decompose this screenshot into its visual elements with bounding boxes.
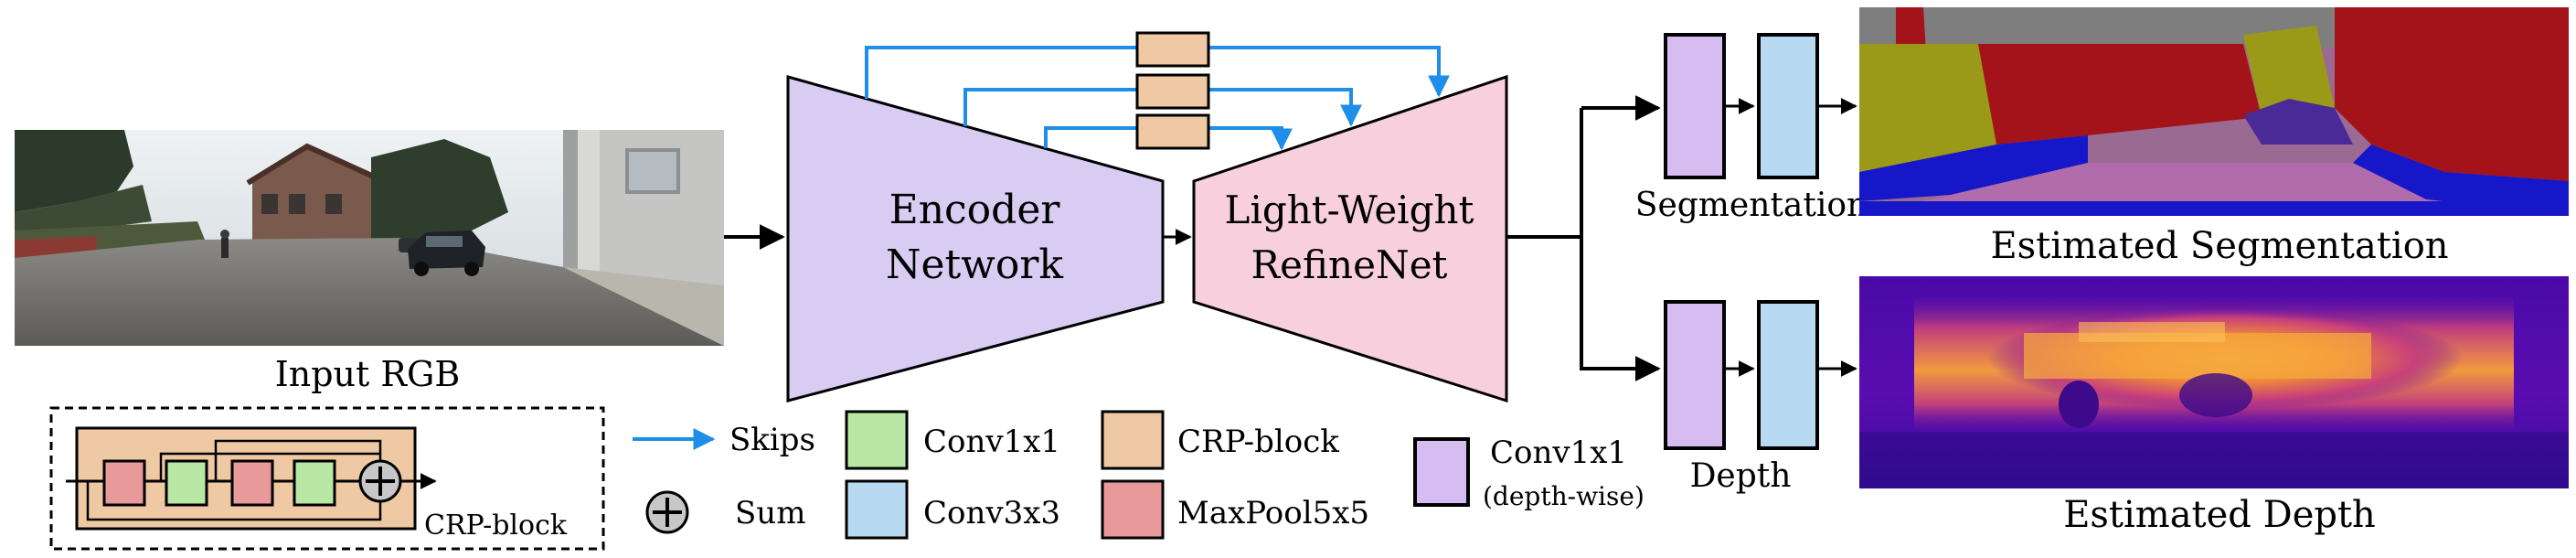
estimated-segmentation-image [1859, 7, 2569, 216]
crp-inset-conv1x1-1 [165, 459, 208, 507]
skip-crp-block-bottom [1135, 113, 1210, 150]
estimated-depth-label: Estimated Depth [2063, 494, 2376, 536]
legend-maxpool-swatch [1101, 479, 1165, 540]
legend-maxpool-label: MaxPool5x5 [1177, 495, 1369, 531]
crp-inset-label: CRP-block [424, 510, 568, 542]
legend-crp-label: CRP-block [1177, 424, 1339, 460]
skip-crp-block-top [1135, 31, 1210, 68]
legend-crp-swatch [1101, 410, 1165, 470]
crp-inset-dashed-border [49, 406, 605, 551]
legend-skips-label: Skips [729, 422, 815, 458]
legend-conv1x1-swatch [845, 410, 909, 470]
legend-sum-icon [645, 490, 689, 534]
decoder-label-line2: RefineNet [1251, 242, 1448, 287]
encoder-network-trapezoid [786, 75, 1165, 402]
crp-inset-residual-mid [159, 452, 380, 481]
encoder-label-line1: Encoder [889, 187, 1061, 233]
depth-head-label: Depth [1690, 457, 1792, 495]
legend-depthwise-label-line2: (depth-wise) [1483, 481, 1645, 511]
crp-block-inset: CRP-block [49, 406, 605, 551]
decoder-label-line1: Light-Weight [1225, 188, 1474, 232]
crp-inset-maxpool-1 [102, 459, 146, 507]
legend-sum-label: Sum [735, 495, 805, 531]
crp-inset-maxpool-2 [230, 459, 274, 507]
crp-inset-residual-outer [86, 481, 382, 521]
depth-head-depthwise-conv [1664, 300, 1726, 450]
legend-depthwise-label-line1: Conv1x1 [1490, 435, 1627, 471]
refinenet-decoder-trapezoid [1192, 74, 1508, 403]
skip-crp-block-middle [1135, 73, 1210, 110]
branch-connectors [1506, 95, 1661, 381]
legend-conv1x1-label: Conv1x1 [923, 424, 1060, 460]
estimated-depth-image [1859, 276, 2569, 488]
crp-inset-conv1x1-2 [293, 459, 336, 507]
legend: Skips Sum Conv1x1 Conv3x3 CRP-block MaxP… [633, 410, 1645, 540]
input-rgb-label: Input RGB [275, 354, 461, 394]
legend-depthwise-swatch [1413, 437, 1470, 507]
seg-head-label: Segmentation [1635, 187, 1868, 224]
estimated-segmentation-label: Estimated Segmentation [1990, 225, 2448, 267]
seg-head-depthwise-conv [1664, 33, 1726, 179]
encoder-label-line2: Network [886, 241, 1063, 288]
seg-head-conv3x3 [1757, 33, 1819, 179]
legend-conv3x3-label: Conv3x3 [923, 495, 1060, 531]
input-rgb-image [15, 130, 724, 346]
legend-conv3x3-swatch [845, 479, 909, 540]
depth-head-conv3x3 [1757, 300, 1819, 450]
crp-inset-sum-icon [358, 459, 402, 503]
